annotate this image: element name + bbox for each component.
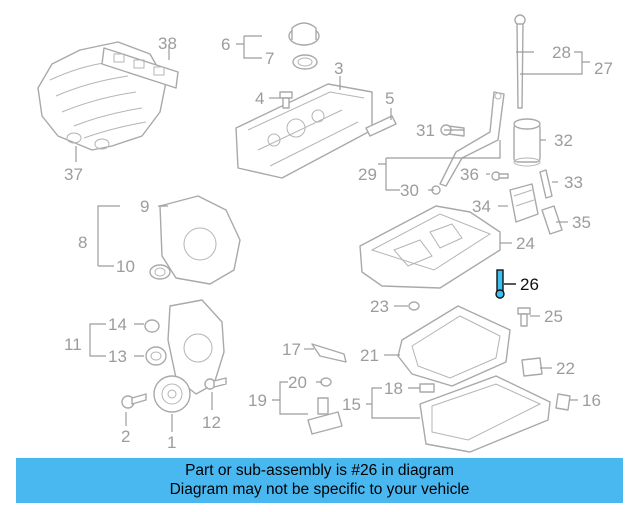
drain-plug-22: [521, 357, 543, 377]
callout-3: 3: [334, 59, 343, 78]
callout-10: 10: [116, 257, 135, 276]
intake-manifold: [37, 41, 167, 151]
seal-10: [149, 264, 171, 280]
callout-12: 12: [202, 413, 221, 432]
callout-22: 22: [556, 359, 575, 378]
intake-gasket: [101, 47, 179, 89]
oil-filter: [513, 118, 541, 167]
callout-30: 30: [400, 181, 419, 200]
ring-20: [320, 377, 332, 387]
callout-15: 15: [342, 395, 361, 414]
oil-pan-gasket: [397, 305, 511, 387]
bolt-2: [121, 393, 147, 409]
upper-oil-pan: [359, 205, 501, 289]
callout-16: 16: [582, 391, 601, 410]
callout-14: 14: [108, 315, 127, 334]
callout-34: 34: [472, 197, 491, 216]
lower-oil-pan: [419, 375, 551, 453]
callout-11: 11: [64, 335, 82, 354]
callout-1: 1: [167, 433, 176, 452]
callout-2: 2: [121, 427, 130, 446]
callout-28: 28: [552, 43, 571, 62]
callout-13: 13: [108, 347, 127, 366]
callout-19: 19: [248, 391, 267, 410]
plug-16: [555, 393, 571, 411]
callout-8: 8: [78, 233, 87, 252]
exploded-parts-diagram: 38 6 7 3 4 5 37 28 27 31 32 29 30 36 33 …: [37, 14, 613, 453]
seal-14: [144, 319, 160, 333]
o-ring-23: [408, 301, 420, 311]
oil-pump-34: [509, 183, 539, 223]
callout-32: 32: [554, 131, 573, 150]
plug-18: [419, 383, 435, 393]
callout-18: 18: [384, 379, 403, 398]
leader-lines: [75, 35, 590, 432]
callout-7: 7: [265, 49, 274, 68]
callout-5: 5: [385, 89, 394, 108]
cap-seal: [292, 54, 318, 70]
sensor-19: [307, 397, 343, 435]
callout-20: 20: [288, 373, 307, 392]
oil-filler-cap: [288, 22, 320, 46]
upper-timing-cover: [159, 195, 241, 285]
callout-numbers: 38 6 7 3 4 5 37 28 27 31 32 29 30 36 33 …: [64, 34, 613, 452]
bolt-36: [491, 171, 509, 181]
callout-23: 23: [370, 297, 389, 316]
callout-25: 25: [544, 307, 563, 326]
callout-6: 6: [221, 35, 230, 54]
bolt-12: [204, 377, 227, 390]
highlighted-bolt-26: [495, 269, 516, 299]
banner-line-disclaimer: Diagram may not be specific to your vehi…: [169, 481, 470, 498]
crank-pulley: [153, 375, 191, 413]
callout-17: 17: [282, 340, 301, 359]
bolt-25: [517, 307, 531, 327]
callout-26: 26: [520, 275, 539, 294]
valve-cover: [235, 83, 373, 179]
sensor-33: [539, 169, 553, 199]
dipstick-tube: [439, 91, 505, 187]
sensor-17: [311, 343, 347, 363]
callout-35: 35: [572, 213, 591, 232]
callout-27: 27: [594, 59, 613, 78]
callout-33: 33: [564, 173, 583, 192]
callout-24: 24: [516, 234, 535, 253]
dipstick: [514, 14, 526, 109]
callout-31: 31: [416, 121, 435, 140]
callout-38: 38: [158, 34, 177, 53]
callout-4: 4: [255, 89, 264, 108]
bracket-5: [365, 115, 397, 137]
info-banner: Part or sub-assembly is #26 in diagram D…: [16, 458, 623, 503]
callout-37: 37: [64, 165, 83, 184]
callout-36: 36: [460, 165, 479, 184]
bolt-4: [279, 91, 293, 109]
callout-21: 21: [360, 346, 379, 365]
callout-29: 29: [358, 165, 377, 184]
callout-9: 9: [140, 197, 149, 216]
banner-line-part-number: Part or sub-assembly is #26 in diagram: [185, 462, 454, 479]
baffle-35: [541, 205, 563, 235]
seal-13: [145, 346, 167, 366]
